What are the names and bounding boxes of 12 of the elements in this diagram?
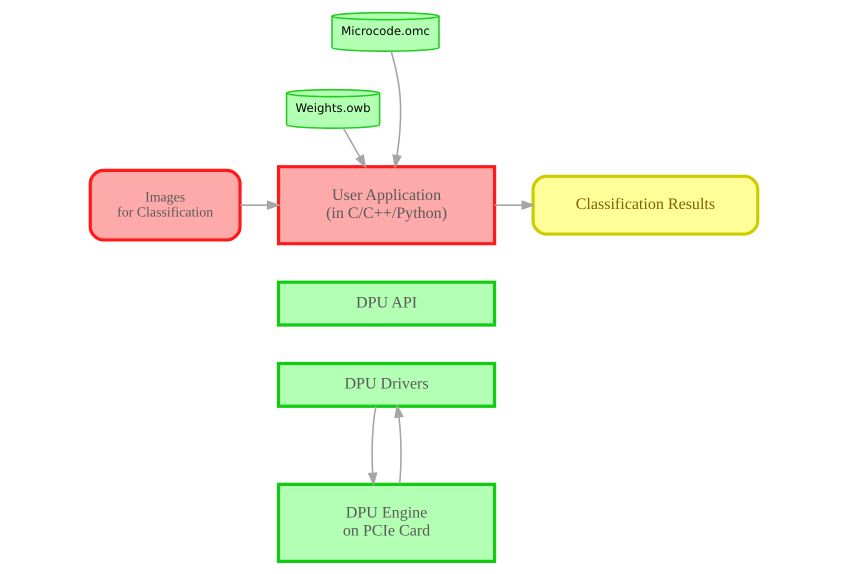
arrow: [390, 51, 402, 169]
node-box: User Application (in C/C++/Python): [276, 165, 496, 246]
node-box: DPU API: [276, 280, 496, 327]
node-box: Images for Classification: [88, 168, 242, 242]
arrow: [494, 200, 536, 210]
node-box: Classification Results: [532, 174, 760, 236]
node-box: DPU Drivers: [276, 362, 496, 408]
arrow: [342, 128, 366, 169]
arrow: [240, 200, 281, 210]
arrow: [394, 404, 404, 484]
arrow: [368, 406, 378, 486]
node-box: DPU Engine on PCIe Card: [276, 482, 496, 563]
